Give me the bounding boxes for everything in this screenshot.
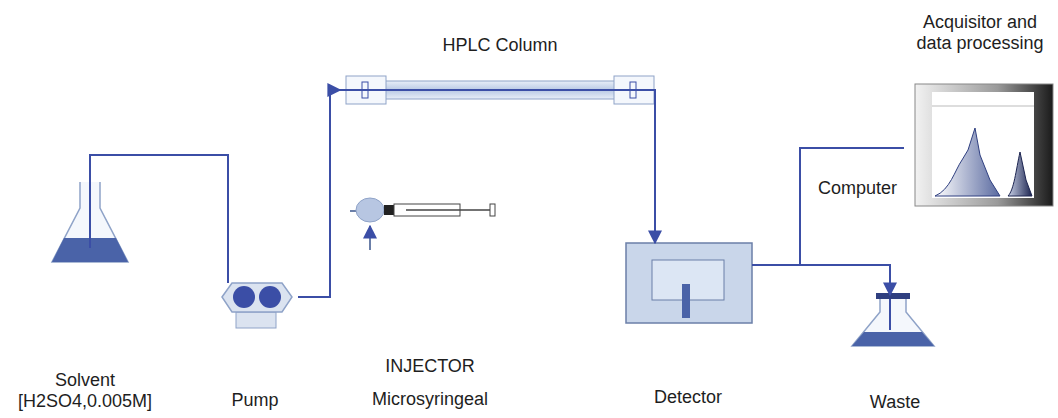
component-label: Computer [818,178,897,199]
pump-gear [233,286,255,308]
detector-drawing [626,243,752,323]
hplc-column: HPLC Column [340,35,660,107]
flask-stopper [876,293,910,299]
flask-outline [852,298,934,346]
node-caption: Detector [654,387,722,408]
computer-monitor: Acquisitor and data processing [904,12,1056,207]
detector-cell [682,284,690,318]
pump-base [236,312,276,328]
node-caption: INJECTOR [385,356,475,377]
node-heading: HPLC Column [442,35,557,56]
screen-line [932,106,1034,107]
syringe-needle-hub [384,205,394,215]
pump-body [222,283,292,312]
waste-liquid [852,332,934,346]
chromatogram-peak [1008,152,1032,196]
detector-housing [626,243,752,323]
solvent-flask: Solvent [H2SO4,0.005M] [6,180,164,412]
injector-drawing [350,198,495,250]
solvent-flask-drawing [52,180,128,262]
pump: Pump [212,283,298,411]
waste-flask-drawing [852,293,934,346]
node-caption: Solvent [H2SO4,0.005M] [6,370,164,412]
flow-line [752,148,904,265]
monitor-frame [915,84,1053,206]
node-caption: Waste [870,392,920,413]
node-caption: Pump [231,390,278,411]
detector: Detector [624,243,752,408]
injection-arrow [369,226,371,250]
pump-gear [259,286,281,308]
injector-valve [356,198,384,222]
injector: INJECTOR Microsyringeal [345,180,515,410]
node-caption: Microsyringeal [372,389,488,410]
drain-tube [889,299,891,330]
injector-port [350,210,356,212]
flow-line [90,155,228,283]
node-heading: Acquisitor and data processing [904,12,1056,54]
pump-gear-gap [256,286,258,308]
syringe-cap [490,204,495,216]
flow-line [340,90,655,107]
waste-flask: Waste [845,295,945,413]
pump-drawing [222,283,292,328]
chromatogram-peak [935,128,1000,196]
flow-line [654,107,656,243]
syringe-plunger [406,209,490,211]
flow-line [752,265,890,295]
suction-tube [89,180,91,248]
monitor-drawing [915,84,1053,206]
flow-line [298,90,340,297]
column-drawing [340,76,655,107]
monitor-screen [932,92,1034,198]
